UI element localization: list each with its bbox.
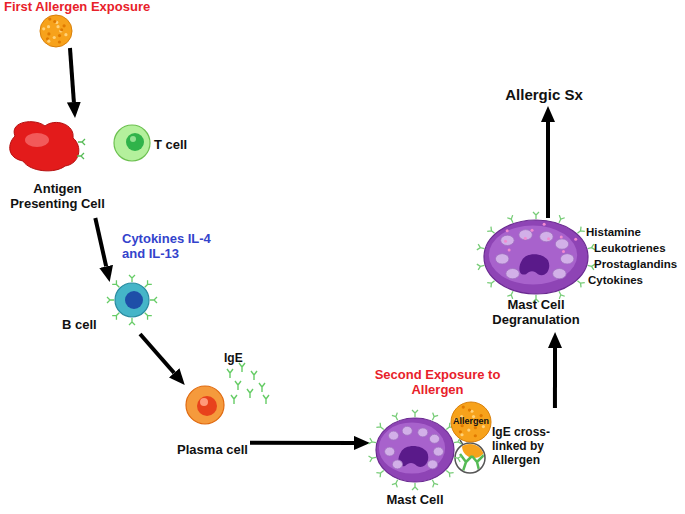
cell-shape <box>10 122 85 171</box>
antibody-symbol <box>143 280 152 289</box>
cell-label: Mast Cell <box>370 493 460 508</box>
antibody-symbol <box>78 139 85 145</box>
cell-shape <box>114 125 150 161</box>
allergen-node: Second Exposure to AllergenAllergen <box>360 368 515 444</box>
callout-label: IgE cross-linked by Allergen <box>492 426 574 467</box>
antibody-symbol <box>453 438 461 445</box>
b-cell: B cell <box>60 282 152 334</box>
outcome-node: Allergic Sx <box>494 84 594 106</box>
cell-shape <box>186 386 224 424</box>
antibody-symbol <box>412 483 418 490</box>
t-cell: T cell <box>112 122 197 164</box>
flow-arrow <box>546 122 550 218</box>
antibody-symbol <box>369 454 377 461</box>
plasma-cell: Plasma cell <box>175 385 250 478</box>
antibody-symbol <box>412 410 418 417</box>
antibody-symbol <box>587 244 595 251</box>
antibody-symbol <box>453 454 461 461</box>
cell-shape <box>369 410 462 490</box>
cell-label: Plasma cell <box>175 443 250 458</box>
antibody-symbol <box>112 280 121 289</box>
edge-label: Cytokines IL-4 and IL-13 <box>122 232 214 262</box>
antibody-symbol <box>143 311 152 320</box>
antibody-symbol <box>369 438 377 445</box>
allergen-node: First Allergen Exposure <box>4 0 179 48</box>
cell-label: Mast Cell Degranulation <box>480 298 592 328</box>
flow-arrow <box>250 441 354 445</box>
antibody-label: IgE <box>224 352 264 366</box>
mast-cell: Mast Cell Degranulation <box>480 218 592 332</box>
mediator-label: Histamine <box>586 226 678 239</box>
exposure-heading: Second Exposure to Allergen <box>360 368 515 398</box>
antibody-symbol <box>77 153 84 159</box>
antibody-symbol <box>587 263 595 270</box>
flow-arrow <box>140 334 174 373</box>
outcome-label: Allergic Sx <box>494 86 594 103</box>
apc-cell: Antigen Presenting Cell <box>5 118 110 218</box>
cell-shape <box>40 15 72 47</box>
antibody-symbol <box>107 297 114 303</box>
antibody-symbol <box>129 275 135 282</box>
antibody-symbol <box>477 244 485 251</box>
allergen-text: Allergen <box>449 416 493 426</box>
ige-antibodies <box>227 363 269 404</box>
mediator-label: Prostaglandins <box>594 258 682 271</box>
mediator-label: Leukotrienes <box>594 242 682 255</box>
flow-arrow <box>553 348 557 408</box>
antibody-symbol <box>477 263 485 270</box>
flow-arrow <box>95 218 106 266</box>
flow-arrow <box>70 48 74 102</box>
cell-label: Antigen Presenting Cell <box>5 182 110 212</box>
shape-outline <box>175 385 250 478</box>
exposure-heading: First Allergen Exposure <box>4 0 179 15</box>
mediator-label: Cytokines <box>588 274 680 287</box>
cell-shape <box>107 275 157 325</box>
cell-label: B cell <box>62 318 114 333</box>
antibody-symbol <box>150 297 157 303</box>
antibody-symbol <box>129 318 135 325</box>
antibody-symbol <box>533 212 539 219</box>
antibody-symbol <box>112 311 121 320</box>
cell-shape <box>477 212 595 302</box>
cell-label: T cell <box>154 138 197 153</box>
